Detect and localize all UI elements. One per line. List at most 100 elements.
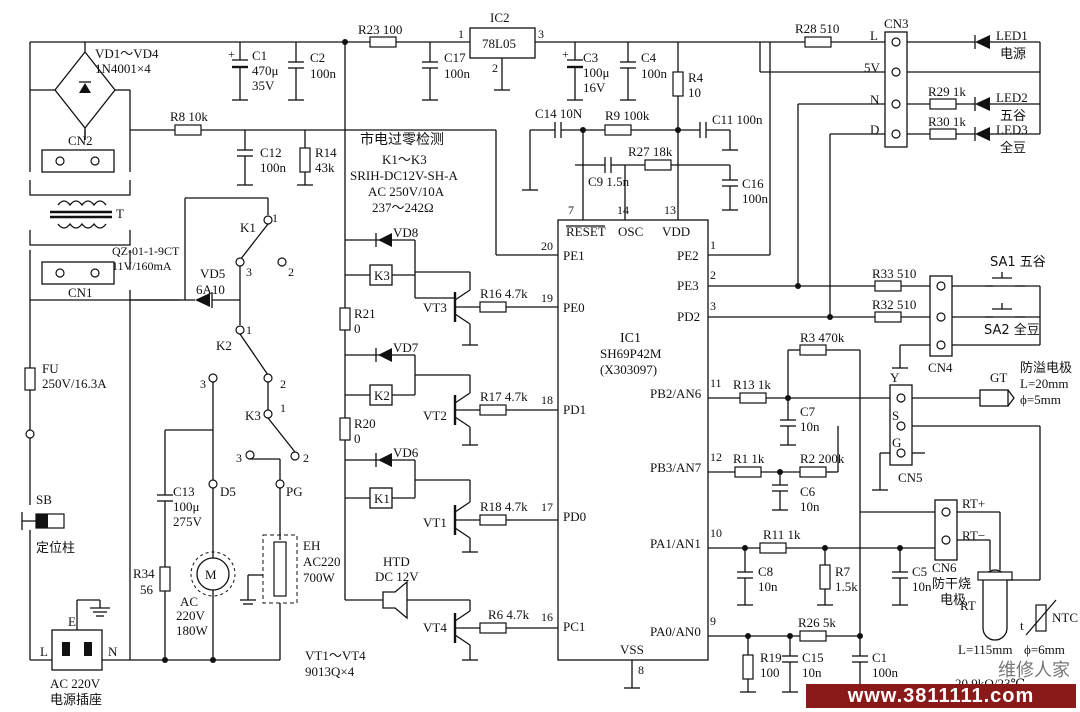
pin-20: 20 bbox=[541, 239, 553, 253]
r7-ref: R7 bbox=[835, 564, 851, 579]
c10-val: 100n bbox=[872, 665, 899, 680]
cn2-label: CN2 bbox=[68, 133, 93, 148]
eh-watt: 700W bbox=[303, 570, 336, 585]
r6-label: R6 4.7k bbox=[488, 607, 530, 622]
cn1-connector bbox=[41, 261, 115, 285]
power-socket bbox=[51, 629, 103, 671]
buzzer-icon bbox=[382, 580, 408, 620]
r18-resistor bbox=[479, 514, 507, 526]
cn3-5v: 5V bbox=[864, 60, 881, 75]
socket-n: N bbox=[108, 644, 118, 659]
motor-ac: AC bbox=[180, 594, 198, 609]
bridge-ref: VD1～VD4 bbox=[95, 46, 159, 61]
ic2-pin1: 1 bbox=[458, 27, 464, 41]
led2-icon bbox=[975, 97, 990, 111]
k3-label: K3 bbox=[245, 408, 261, 423]
vd5-ref: VD5 bbox=[200, 266, 225, 281]
k1-label: K1 bbox=[240, 220, 256, 235]
vt-part: 9013Q×4 bbox=[305, 664, 355, 679]
sa1-label: SA1 五谷 bbox=[990, 255, 1046, 270]
rt-label: RT bbox=[960, 598, 976, 613]
r7-val: 1.5k bbox=[835, 579, 858, 594]
transformer-secondary bbox=[57, 222, 107, 229]
pin-pe2: PE2 bbox=[677, 248, 699, 263]
vd5-val: 6A10 bbox=[196, 282, 225, 297]
r14-val: 43k bbox=[315, 160, 335, 175]
zero-cross-section: R8 10k C12 100n R14 43k 市电过零检测 K1～K3 SRI… bbox=[84, 109, 558, 256]
sb-switch bbox=[21, 512, 38, 530]
c2-ref: C2 bbox=[310, 50, 325, 65]
r4-val: 10 bbox=[688, 85, 701, 100]
osc-section: C14 10N R9 100k C11 100n R27 18k C9 1.5n… bbox=[522, 106, 769, 220]
pin-2: 2 bbox=[710, 268, 716, 282]
r16-resistor bbox=[479, 301, 507, 313]
htd-ref: HTD bbox=[383, 554, 410, 569]
vt3-label: VT3 bbox=[423, 300, 447, 315]
pin-pd1: PD1 bbox=[563, 402, 586, 417]
r20-resistor bbox=[339, 417, 351, 441]
k2-pin3: 3 bbox=[200, 377, 206, 391]
c3-ref: C3 bbox=[583, 50, 598, 65]
r30-label: R30 1k bbox=[928, 114, 966, 129]
c16-val: 100n bbox=[742, 191, 769, 206]
pin-pd0: PD0 bbox=[563, 509, 586, 524]
ic1-chip: IC1 SH69P42M (X303097) RESET 7 OSC 14 VD… bbox=[541, 203, 722, 689]
r33-resistor bbox=[874, 280, 902, 292]
r20-ref: R20 bbox=[354, 416, 376, 431]
c14-label: C14 10N bbox=[535, 106, 583, 121]
c6-ref: C6 bbox=[800, 484, 816, 499]
c13-val: 100μ bbox=[173, 499, 200, 514]
gt-dia: ϕ=5mm bbox=[1020, 392, 1061, 407]
sa1-switch bbox=[985, 272, 1025, 287]
pin-19: 19 bbox=[541, 291, 553, 305]
r28-label: R28 510 bbox=[795, 21, 839, 36]
cn5-y: Y bbox=[890, 370, 900, 385]
r30-resistor bbox=[929, 128, 957, 140]
r14-resistor bbox=[299, 147, 311, 173]
ic1-ref: IC1 bbox=[620, 331, 641, 346]
fuse bbox=[24, 367, 36, 391]
c7-ref: C7 bbox=[800, 404, 816, 419]
r3-resistor bbox=[799, 344, 827, 356]
c13-ref: C13 bbox=[173, 484, 195, 499]
c9-label: C9 1.5n bbox=[588, 174, 630, 189]
rt-dia: ϕ=6mm bbox=[1024, 642, 1065, 657]
cn4-label: CN4 bbox=[928, 360, 953, 375]
c2-val: 100n bbox=[310, 66, 337, 81]
brand-watermark: 维修人家 bbox=[998, 660, 1070, 681]
r26-label: R26 5k bbox=[798, 615, 836, 630]
htd-val: DC 12V bbox=[375, 569, 419, 584]
led1-icon bbox=[975, 35, 990, 49]
k1-coil-label: K1 bbox=[374, 491, 390, 506]
cn2-connector bbox=[41, 149, 115, 173]
rt-minus: RT− bbox=[962, 528, 985, 543]
vd5-diode bbox=[195, 293, 210, 307]
r20-val: 0 bbox=[354, 431, 361, 446]
bridge-diode-icon bbox=[79, 83, 91, 93]
gt-len: L=20mm bbox=[1020, 376, 1069, 391]
r17-label: R17 4.7k bbox=[480, 389, 528, 404]
r19-ref: R19 bbox=[760, 650, 782, 665]
c11-label: C11 100n bbox=[712, 112, 763, 127]
r11-resistor bbox=[759, 542, 787, 554]
sb-label: SB bbox=[36, 492, 52, 507]
c15-ref: C15 bbox=[802, 650, 824, 665]
r8-label: R8 10k bbox=[170, 109, 208, 124]
c8-val: 10n bbox=[758, 579, 778, 594]
pin-8: 8 bbox=[638, 663, 644, 677]
right-section: CN3 L 5V N D LED1 电源 R29 1k LED2 五谷 R30 … bbox=[708, 16, 1078, 693]
cn3-connector bbox=[884, 31, 908, 148]
led2-name: 五谷 bbox=[1000, 109, 1026, 124]
vd8-diode bbox=[378, 233, 392, 247]
c6-val: 10n bbox=[800, 499, 820, 514]
locating-pin-label: 定位柱 bbox=[36, 541, 75, 556]
c15-val: 10n bbox=[802, 665, 822, 680]
r34-ref: R34 bbox=[133, 566, 155, 581]
r11-label: R11 1k bbox=[763, 527, 801, 542]
vt-part-ref: VT1～VT4 bbox=[305, 648, 366, 663]
site-watermark: www.3811111.com bbox=[806, 684, 1076, 708]
fuse-ref: FU bbox=[42, 361, 59, 376]
vd6-diode bbox=[378, 453, 392, 467]
regulator-section: + C1 470μ 35V C2 100n R23 100 C17 100n 7… bbox=[228, 10, 885, 600]
k3-pin1: 1 bbox=[280, 401, 286, 415]
